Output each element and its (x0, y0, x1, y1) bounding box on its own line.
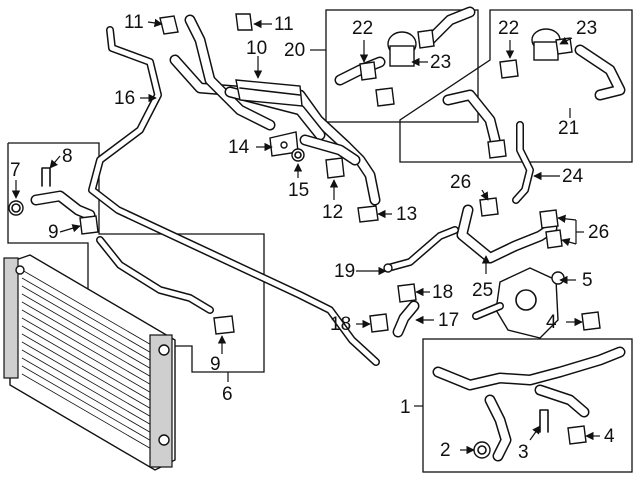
callout-11-b: 11 (274, 14, 294, 35)
hose-17 (369, 283, 420, 338)
o-ring-15 (291, 148, 305, 162)
clamp-13 (357, 205, 379, 223)
callout-2: 2 (440, 440, 451, 461)
pipe-19 (383, 226, 459, 273)
callout-1: 1 (400, 397, 411, 418)
callout-7: 7 (10, 160, 21, 181)
callout-19: 19 (334, 261, 355, 282)
callout-10: 10 (246, 38, 267, 59)
pipe-24 (512, 121, 534, 204)
callout-13: 13 (396, 204, 417, 225)
callout-18-b: 18 (330, 314, 351, 335)
thermostat-group-21 (442, 28, 626, 159)
callout-18-a: 18 (432, 282, 453, 303)
callout-26-a: 26 (450, 172, 471, 193)
callout-23-a: 23 (430, 52, 451, 73)
clamp-11-b (235, 13, 253, 31)
hose-assembly-1 (432, 346, 626, 462)
callout-22-a: 22 (352, 18, 373, 39)
callout-20: 20 (284, 40, 305, 61)
clamp-12 (325, 157, 345, 179)
box-radiator-group-6 (7, 142, 265, 373)
callout-labels: 11 11 10 16 14 15 12 13 7 8 9 9 6 20 22 … (10, 12, 615, 463)
radiator (3, 254, 176, 471)
callout-21: 21 (558, 118, 579, 139)
box-group-20 (325, 9, 479, 123)
callout-6: 6 (222, 384, 233, 405)
thermostat-group-20 (334, 6, 476, 107)
leader-lines (11, 18, 600, 455)
callout-3: 3 (518, 442, 529, 463)
callout-24: 24 (562, 166, 584, 187)
callout-8: 8 (62, 146, 73, 167)
clamp-4-upper (581, 311, 601, 331)
hose-assembly-10 (169, 14, 381, 206)
callout-22-b: 22 (498, 18, 519, 39)
callout-11-a: 11 (124, 12, 144, 33)
callout-4-b: 4 (604, 426, 615, 447)
hose-25 (456, 197, 563, 264)
coolant-housing-5 (472, 267, 565, 339)
pipe-16 (88, 26, 380, 366)
callout-26-b: 26 (588, 222, 609, 243)
callout-23-b: 23 (576, 18, 597, 39)
hose-group-6 (8, 167, 235, 335)
callout-4-a: 4 (546, 312, 557, 333)
callout-15: 15 (288, 180, 309, 201)
callout-9-b: 9 (210, 354, 221, 375)
callout-17: 17 (438, 310, 459, 331)
callout-16: 16 (114, 88, 135, 109)
callout-5: 5 (582, 270, 593, 291)
callout-9-a: 9 (48, 222, 59, 243)
callout-12: 12 (322, 202, 343, 223)
callout-25: 25 (472, 280, 493, 301)
box-group-21 (399, 9, 633, 163)
callout-14: 14 (228, 137, 250, 158)
clamp-11-a (159, 15, 179, 35)
